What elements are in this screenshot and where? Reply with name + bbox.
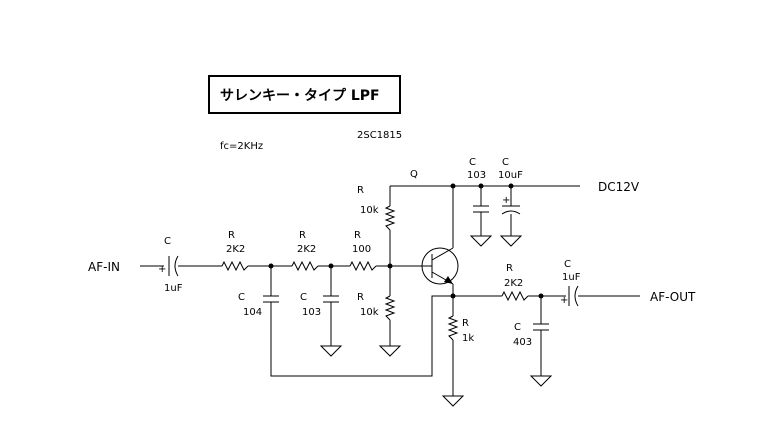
transistor-ref: Q bbox=[410, 169, 418, 180]
transistor-q: Q bbox=[410, 169, 459, 285]
capacitor-103-supply: C 103 bbox=[467, 157, 489, 213]
c103b-value: 103 bbox=[467, 170, 486, 181]
c104-ref: C bbox=[238, 292, 245, 303]
capacitor-10uf-supply: + C 10uF bbox=[498, 157, 523, 215]
wires bbox=[140, 185, 640, 396]
r-top-value: 10k bbox=[360, 205, 379, 216]
resistor-r1: R 2K2 bbox=[221, 230, 249, 272]
junctions bbox=[268, 183, 544, 299]
c10u-value: 10uF bbox=[498, 170, 523, 181]
capacitor-103-filter: C 103 bbox=[300, 292, 339, 318]
output-capacitor: + C 1uF bbox=[560, 259, 581, 307]
r-out-value: 2K2 bbox=[504, 278, 523, 289]
cutoff-label: fc=2KHz bbox=[220, 141, 263, 152]
c103b-ref: C bbox=[469, 157, 476, 168]
r-out-ref: R bbox=[506, 263, 513, 274]
supply-label: DC12V bbox=[598, 180, 640, 194]
resistor-emitter: R 1k bbox=[447, 315, 474, 344]
c104-value: 104 bbox=[243, 307, 262, 318]
ground-symbols bbox=[319, 235, 553, 407]
r-top-ref: R bbox=[357, 185, 364, 196]
ground-icon bbox=[469, 235, 493, 247]
r2-value: 2K2 bbox=[297, 244, 316, 255]
ground-icon bbox=[499, 235, 523, 247]
ground-icon bbox=[529, 375, 553, 387]
resistor-output: R 2K2 bbox=[501, 263, 529, 302]
r-bot-ref: R bbox=[357, 292, 364, 303]
c10u-polarity: + bbox=[502, 195, 510, 206]
input-cap-value: 1uF bbox=[164, 283, 183, 294]
capacitor-104: C 104 bbox=[238, 292, 279, 318]
r-bot-value: 10k bbox=[360, 307, 379, 318]
output-label: AF-OUT bbox=[650, 290, 696, 304]
output-cap-ref: C bbox=[564, 259, 571, 270]
output-cap-value: 1uF bbox=[562, 272, 581, 283]
r1-value: 2K2 bbox=[226, 244, 245, 255]
c403-ref: C bbox=[514, 322, 521, 333]
ground-icon bbox=[378, 345, 402, 357]
r2-ref: R bbox=[299, 230, 306, 241]
c103a-ref: C bbox=[300, 292, 307, 303]
output-cap-polarity: + bbox=[560, 295, 568, 306]
c10u-ref: C bbox=[502, 157, 509, 168]
transistor-part-label: 2SC1815 bbox=[357, 130, 402, 141]
title-box: サレンキー・タイプ LPF bbox=[208, 75, 401, 114]
resistor-r3: R 100 bbox=[349, 230, 377, 272]
r1-ref: R bbox=[228, 230, 235, 241]
resistor-bias-bottom: R 10k bbox=[357, 292, 396, 321]
input-label: AF-IN bbox=[88, 260, 120, 274]
ground-icon bbox=[441, 395, 465, 407]
r3-ref: R bbox=[354, 230, 361, 241]
r-e-ref: R bbox=[462, 318, 469, 329]
r-e-value: 1k bbox=[462, 333, 474, 344]
capacitor-403: C 403 bbox=[513, 322, 549, 348]
resistor-bias-top: R 10k bbox=[357, 185, 396, 231]
input-cap-polarity: + bbox=[158, 264, 166, 275]
input-cap-ref: C bbox=[164, 236, 171, 247]
c103a-value: 103 bbox=[302, 307, 321, 318]
input-capacitor: + C 1uF bbox=[158, 236, 183, 294]
title-text: サレンキー・タイプ LPF bbox=[220, 88, 380, 104]
r3-value: 100 bbox=[352, 244, 371, 255]
c403-value: 403 bbox=[513, 337, 532, 348]
ground-icon bbox=[319, 345, 343, 357]
resistor-r2: R 2K2 bbox=[291, 230, 319, 272]
